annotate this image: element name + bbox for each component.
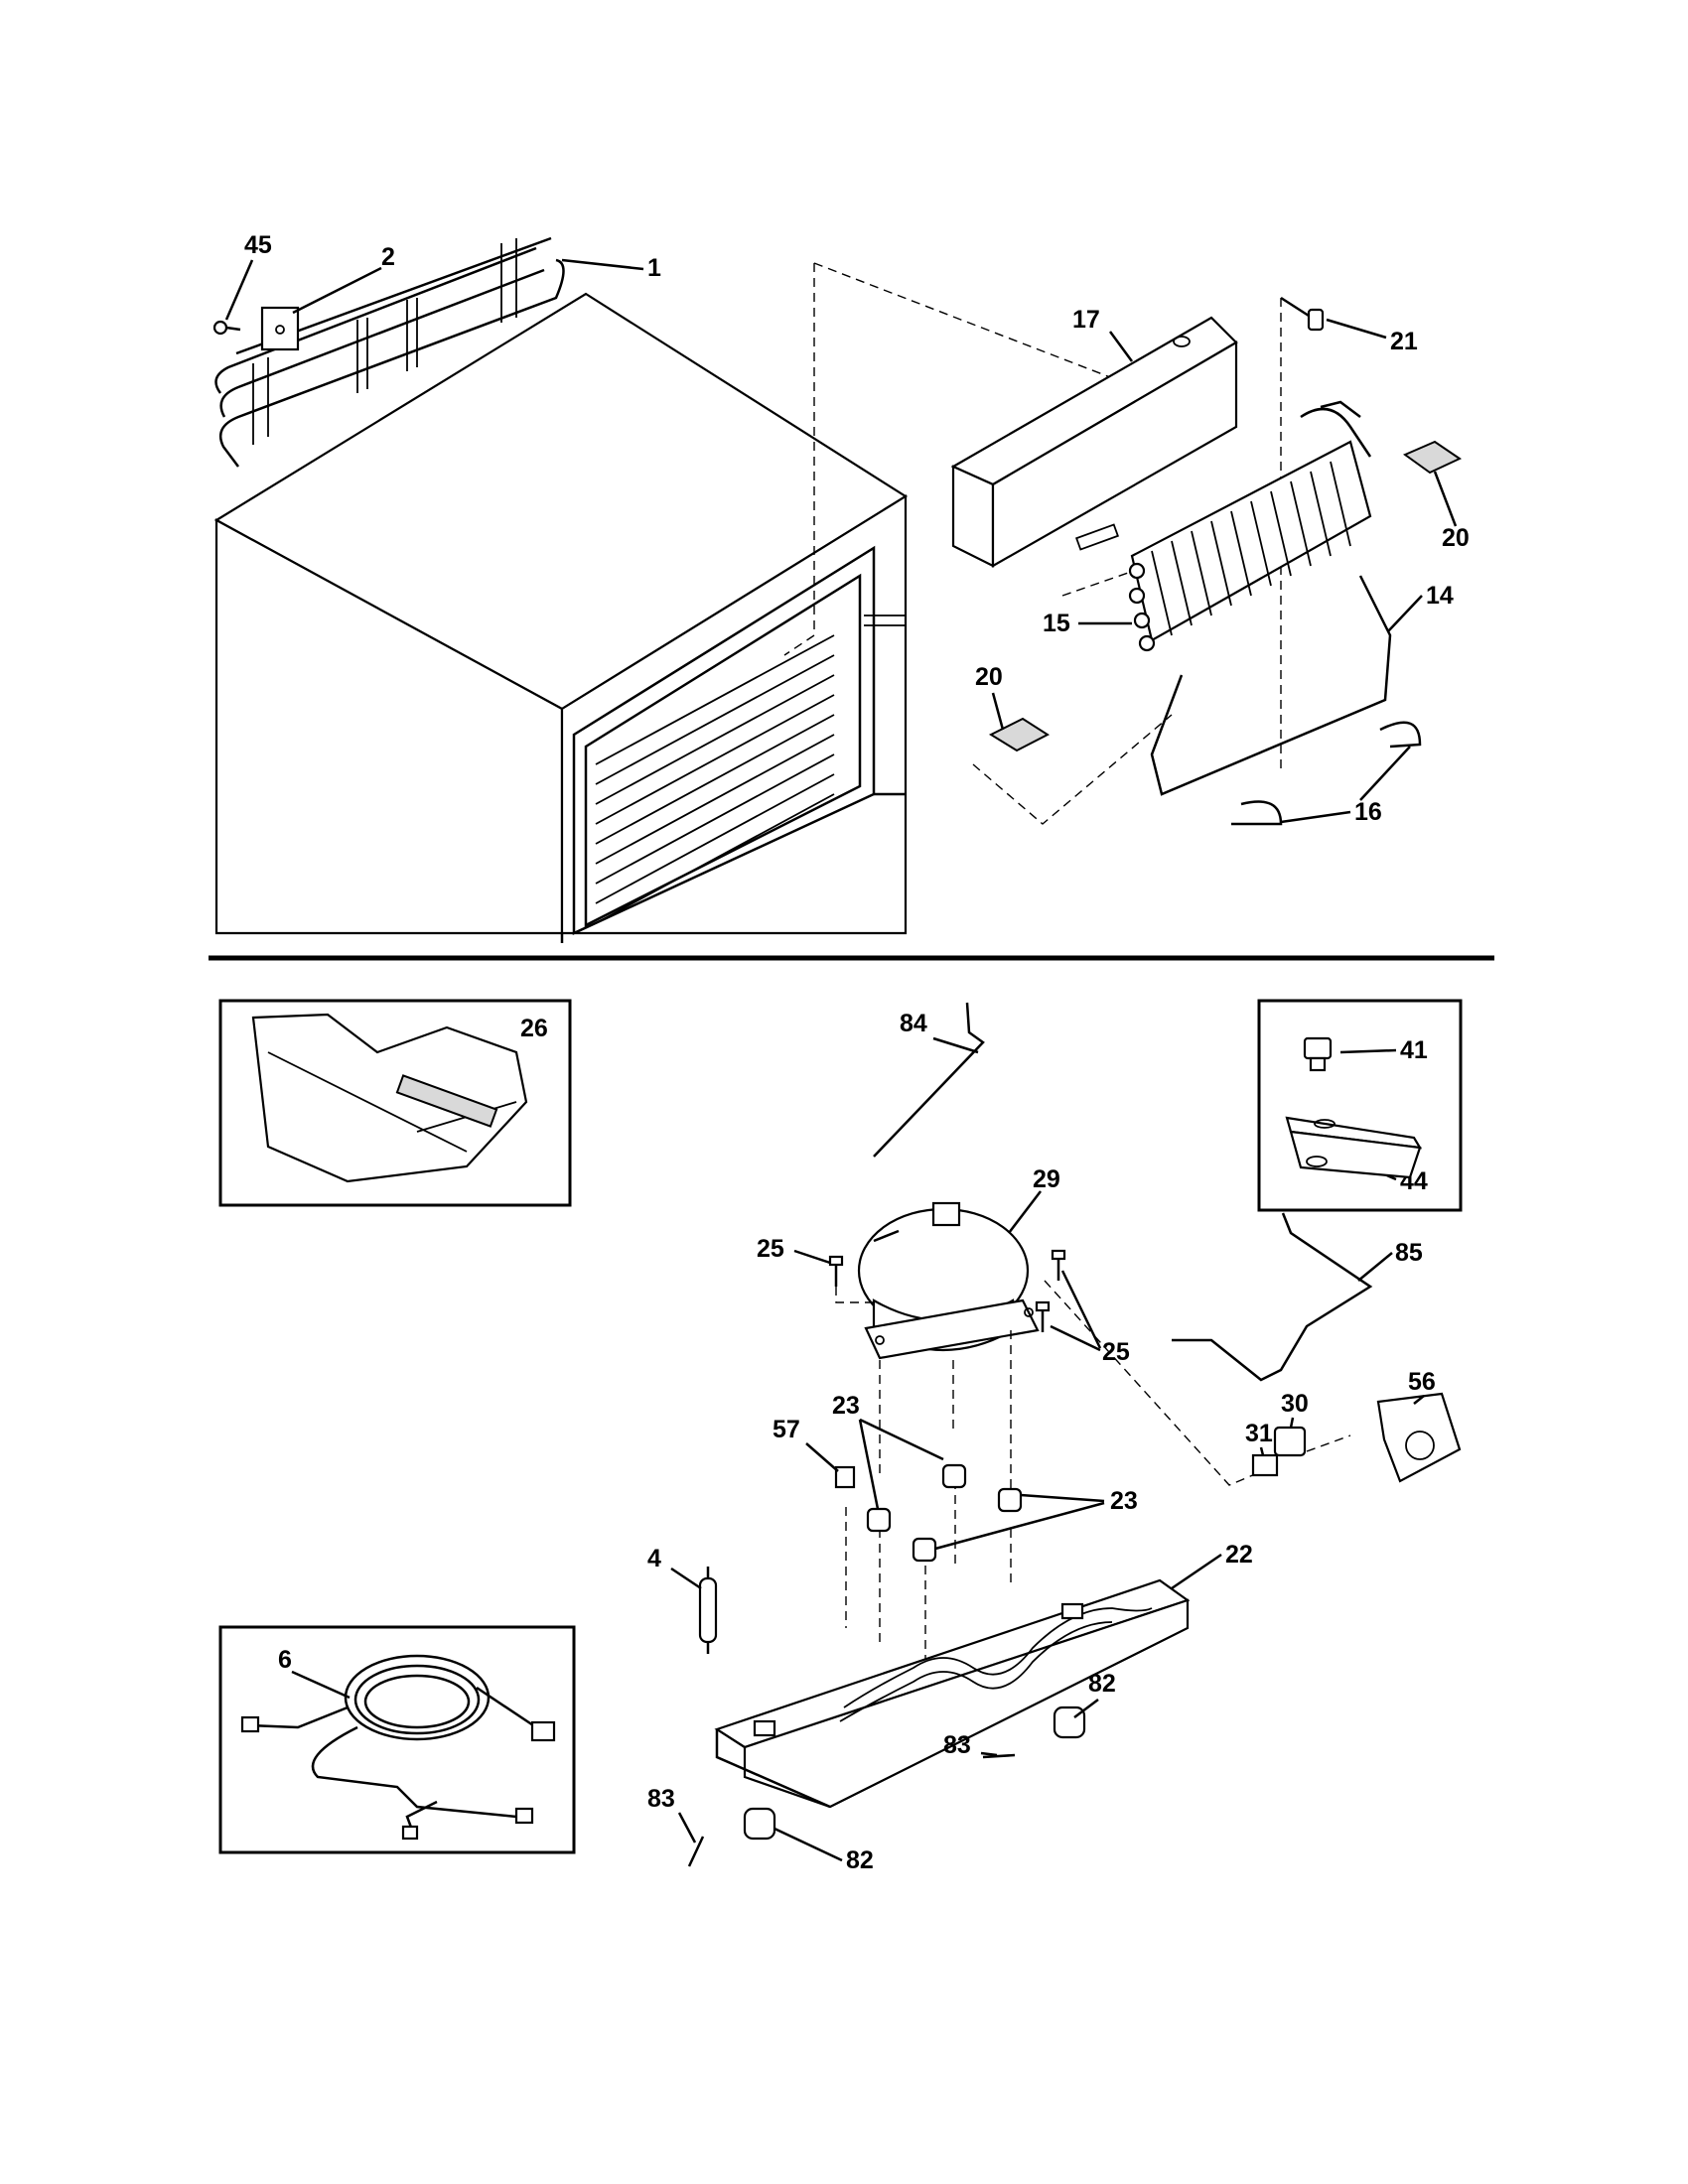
clip-20-right (1402, 440, 1463, 475)
clip-57: 57 (773, 1416, 856, 1489)
label-2: 2 (381, 243, 395, 271)
grommets-23: 23 23 (832, 1392, 1138, 1563)
label-23-right: 23 (1110, 1487, 1138, 1515)
tube-84: 84 (873, 1002, 985, 1158)
feet-82-screws-83: 82 83 83 82 (647, 1670, 1116, 1874)
label-15: 15 (1043, 610, 1070, 637)
clip-20-left (988, 717, 1051, 752)
label-85: 85 (1395, 1239, 1423, 1267)
label-22: 22 (1225, 1541, 1253, 1569)
label-31: 31 (1245, 1420, 1273, 1447)
label-14: 14 (1426, 582, 1454, 610)
screws-25: 25 25 (757, 1235, 1130, 1366)
refrigerator-cabinet (213, 292, 909, 943)
evaporator-15 (1128, 400, 1372, 652)
label-83-right: 83 (943, 1731, 971, 1759)
label-56: 56 (1408, 1368, 1436, 1396)
label-29: 29 (1033, 1165, 1060, 1193)
bracket-2 (260, 306, 300, 351)
upper-labels: 45 2 1 17 21 20 15 14 20 16 (224, 231, 1470, 826)
label-26: 26 (520, 1015, 548, 1042)
compressor-29: 29 (857, 1165, 1060, 1360)
label-16: 16 (1354, 798, 1382, 826)
relay-overload-group: 30 31 56 (1245, 1368, 1462, 1483)
label-21: 21 (1390, 328, 1418, 355)
screw-45 (212, 320, 241, 336)
label-20-left: 20 (975, 663, 1003, 691)
label-23-top: 23 (832, 1392, 860, 1420)
base-plate-22: 22 (714, 1541, 1253, 1809)
label-57: 57 (773, 1416, 800, 1443)
inset-6-power-cord: 6 (218, 1625, 576, 1854)
label-25-left: 25 (757, 1235, 784, 1263)
label-6: 6 (278, 1646, 292, 1674)
label-17: 17 (1072, 306, 1100, 334)
evaporator-cover-17 (950, 316, 1238, 568)
label-30: 30 (1281, 1390, 1309, 1418)
accumulator-21 (1280, 296, 1325, 332)
inset-41-44-mounting: 41 44 (1257, 999, 1463, 1212)
label-4: 4 (647, 1545, 661, 1572)
label-84: 84 (900, 1010, 927, 1037)
label-82-left: 82 (846, 1846, 874, 1874)
heater-bracket-16 (1231, 721, 1422, 826)
label-45: 45 (244, 231, 272, 259)
label-82-right: 82 (1088, 1670, 1116, 1698)
inset-26-drain-pan: 26 (218, 999, 572, 1207)
label-25-right: 25 (1102, 1338, 1130, 1366)
tube-85: 85 (1172, 1212, 1423, 1382)
drier-4: 4 (647, 1545, 718, 1654)
label-41: 41 (1400, 1036, 1428, 1064)
label-20-right: 20 (1442, 524, 1470, 552)
defrost-heater-14 (1150, 575, 1392, 796)
label-83-left: 83 (647, 1785, 675, 1813)
label-1: 1 (647, 254, 661, 282)
